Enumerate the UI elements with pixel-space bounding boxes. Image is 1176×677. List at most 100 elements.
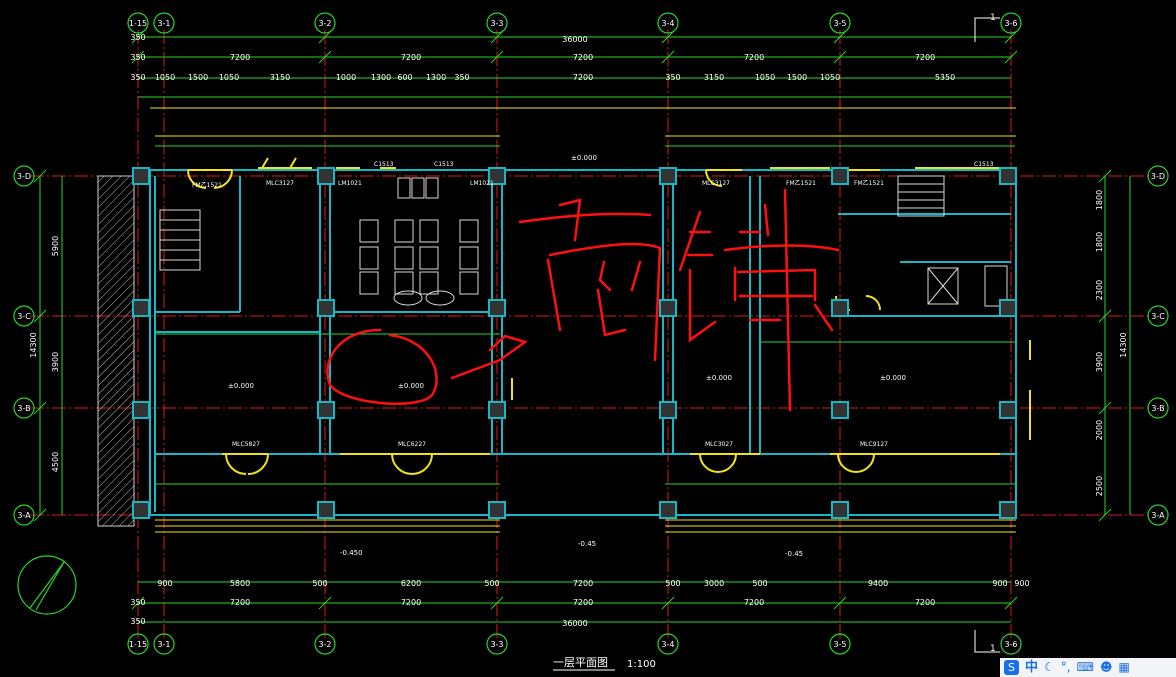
dim-bottom-bay-3: 7200 <box>744 598 764 607</box>
grid-icon[interactable]: ▦ <box>1118 660 1130 674</box>
dim-top-r3-15: 5350 <box>935 73 955 82</box>
ime-language-toggle[interactable]: 中 <box>1025 660 1039 675</box>
dim-bottom-r1-3: 6200 <box>401 579 421 588</box>
room-level-6: -0.45 <box>785 550 803 558</box>
grid-label-left-2: 3-B <box>17 404 30 413</box>
dim-bottom-bay-4: 7200 <box>915 598 935 607</box>
dim-right-2: 2300 <box>1095 280 1104 300</box>
dim-top-edge-2: 350 <box>130 73 145 82</box>
grid-label-bottom-2: 3-2 <box>318 640 331 649</box>
dim-bottom-edge-0: 350 <box>130 598 145 607</box>
annotation-text: 商铺 <box>600 328 602 331</box>
dim-top-bay-4: 7200 <box>915 53 935 62</box>
dim-top-r3-10: 350 <box>665 73 680 82</box>
drawing-scale: 1:100 <box>627 659 656 670</box>
room-level-5: -0.45 <box>578 540 596 548</box>
grid-label-top-0: 1-15 <box>129 19 147 28</box>
door-tag-5: C1513 <box>434 161 454 168</box>
dim-bottom-bay-0: 7200 <box>230 598 250 607</box>
dim-left-0: 5900 <box>51 236 60 256</box>
grid-label-bottom-6: 3-6 <box>1004 640 1017 649</box>
restroom-fixtures <box>359 177 479 306</box>
door-tag-13: MLC9127 <box>860 441 888 448</box>
dimension-lines <box>33 30 1131 623</box>
doors-windows <box>187 157 1031 475</box>
sheet-index-top: 1 <box>990 13 996 23</box>
door-tag-6: MLC3127 <box>702 180 730 187</box>
dim-top-bay-2: 7200 <box>573 53 593 62</box>
north-arrow-symbol <box>17 555 77 615</box>
dim-top-r3-13: 1500 <box>787 73 807 82</box>
dim-right-0: 1800 <box>1095 190 1104 210</box>
dim-bottom-r1-1: 5800 <box>230 579 250 588</box>
door-tag-2: LM1021 <box>338 180 362 187</box>
ime-logo-icon[interactable]: S <box>1004 660 1019 675</box>
grid-label-top-5: 3-5 <box>833 19 846 28</box>
grid-label-top-6: 3-6 <box>1004 19 1017 28</box>
door-tag-3: LM1021 <box>470 180 494 187</box>
dim-top-bay-0: 7200 <box>230 53 250 62</box>
dim-bottom-overall: 36000 <box>562 619 587 628</box>
ime-toolbar[interactable]: S 中 ☾ °, ⌨ ☻ ▦ <box>1000 658 1176 677</box>
door-tag-10: MLC5827 <box>232 441 260 448</box>
dim-top-r3-9: 7200 <box>573 73 593 82</box>
dim-top-r3-14: 1050 <box>820 73 840 82</box>
dim-top-r3-1: 1500 <box>188 73 208 82</box>
dim-top-r3-3: 3150 <box>270 73 290 82</box>
user-icon[interactable]: ☻ <box>1099 660 1113 674</box>
room-level-1: ±0.000 <box>398 382 424 390</box>
dim-right-4: 2000 <box>1095 420 1104 440</box>
dim-right-1: 1800 <box>1095 232 1104 252</box>
grid-label-top-2: 3-2 <box>318 19 331 28</box>
grid-label-left-1: 3-C <box>17 312 31 321</box>
grid-label-top-3: 3-3 <box>490 19 503 28</box>
punctuation-icon[interactable]: °, <box>1060 660 1071 674</box>
dim-bottom-r1-7: 3000 <box>704 579 724 588</box>
dim-bottom-r1-2: 500 <box>312 579 327 588</box>
dim-left-2: 4500 <box>51 452 60 472</box>
columns <box>132 167 1017 519</box>
dim-bottom-r1-6: 500 <box>665 579 680 588</box>
room-level-3: ±0.000 <box>880 374 906 382</box>
dim-bottom-r1-4: 500 <box>484 579 499 588</box>
grid-label-right-2: 3-B <box>1151 404 1164 413</box>
grid-label-right-3: 3-A <box>1151 511 1165 520</box>
dim-top-r3-8: 350 <box>454 73 469 82</box>
door-tag-11: MLC6227 <box>398 441 426 448</box>
keyboard-icon[interactable]: ⌨ <box>1076 660 1094 674</box>
dim-top-r3-5: 1300 <box>371 73 391 82</box>
moon-icon[interactable]: ☾ <box>1044 660 1055 674</box>
stairs <box>159 175 1008 307</box>
room-level-0: ±0.000 <box>228 382 254 390</box>
grid-label-bottom-1: 3-1 <box>157 640 170 649</box>
grid-label-bottom-4: 3-4 <box>661 640 674 649</box>
room-level-4: -0.450 <box>340 549 363 557</box>
apron-lines <box>150 107 1016 533</box>
grid-label-top-4: 3-4 <box>661 19 674 28</box>
door-tag-4: C1513 <box>374 161 394 168</box>
room-level-7: ±0.000 <box>571 154 597 162</box>
sheet-index-bottom: 1 <box>990 644 996 654</box>
grid-lines <box>30 30 1150 640</box>
hatched-walkway <box>97 175 135 527</box>
dim-bottom-r1-11: 900 <box>1014 579 1029 588</box>
dim-top-r3-11: 3150 <box>704 73 724 82</box>
grid-label-bottom-5: 3-5 <box>833 640 846 649</box>
dim-left-1: 3900 <box>51 352 60 372</box>
door-tag-7: FM乙1521 <box>786 180 816 187</box>
drawing-title: 一层平面图 <box>553 656 608 669</box>
door-tag-0: FM乙1521 <box>192 182 222 189</box>
door-tag-9: C1513 <box>974 161 994 168</box>
grid-label-bottom-3: 3-3 <box>490 640 503 649</box>
dim-bottom-r1-5: 7200 <box>573 579 593 588</box>
dim-left-3: 14300 <box>29 332 38 357</box>
dim-right-3: 3900 <box>1095 352 1104 372</box>
dim-top-r3-6: 600 <box>397 73 412 82</box>
grid-label-left-0: 3-D <box>17 172 31 181</box>
door-tag-12: MLC3027 <box>705 441 733 448</box>
grid-label-top-1: 3-1 <box>157 19 170 28</box>
dim-bottom-edge-1: 350 <box>130 617 145 626</box>
room-level-2: ±0.000 <box>706 374 732 382</box>
dim-bottom-bay-2: 7200 <box>573 598 593 607</box>
